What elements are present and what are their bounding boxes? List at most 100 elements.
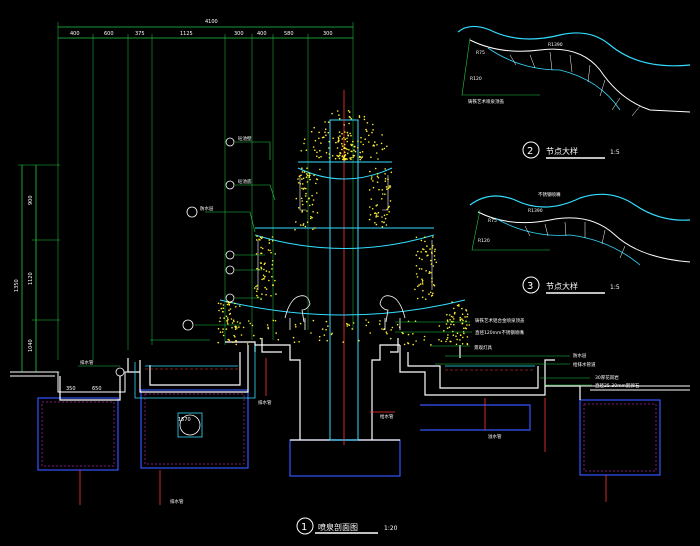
spray-dot bbox=[236, 327, 238, 329]
spray-dot bbox=[360, 136, 362, 139]
spray-dot bbox=[246, 343, 249, 345]
spray-dot bbox=[385, 331, 388, 334]
spray-dot bbox=[228, 309, 230, 312]
spray-dot bbox=[222, 334, 225, 337]
spray-dot bbox=[261, 236, 264, 238]
spray-dot bbox=[372, 144, 375, 147]
spray-dot bbox=[270, 251, 272, 254]
spray-dot bbox=[217, 302, 220, 305]
spray-dot bbox=[376, 181, 379, 183]
spray-dot bbox=[415, 254, 418, 256]
spray-dot bbox=[417, 285, 419, 288]
spray-dot bbox=[220, 307, 223, 310]
detail-2-title: 2 节点大样 1:5 bbox=[522, 141, 620, 159]
foundation-hatch bbox=[41, 393, 657, 472]
spray-dot bbox=[338, 157, 341, 160]
spray-dot bbox=[423, 335, 426, 338]
spray-dot bbox=[459, 339, 461, 341]
spray-dot bbox=[255, 285, 257, 288]
spray-dot bbox=[381, 189, 384, 191]
spray-dot bbox=[226, 301, 228, 303]
spray-dot bbox=[311, 203, 314, 206]
spray-dot bbox=[359, 151, 362, 154]
spray-dot bbox=[265, 294, 267, 296]
spray-dot bbox=[295, 197, 298, 200]
spray-dot bbox=[370, 156, 372, 158]
spray-dot bbox=[431, 247, 434, 249]
spray-dot bbox=[456, 338, 458, 341]
spray-dot bbox=[249, 322, 252, 325]
spray-dot bbox=[323, 334, 326, 336]
spray-dot bbox=[468, 324, 471, 326]
spray-dot bbox=[227, 302, 230, 304]
spray-dot bbox=[263, 263, 266, 266]
spray-dot bbox=[315, 182, 317, 185]
spray-dot bbox=[341, 155, 344, 157]
spray-dot bbox=[343, 143, 346, 146]
spray-dot bbox=[348, 111, 351, 113]
spray-dot bbox=[342, 158, 344, 161]
dim-left-2: 1120 bbox=[28, 272, 34, 285]
spray-dot bbox=[428, 293, 430, 295]
spray-dot bbox=[261, 247, 264, 250]
spray-dot bbox=[301, 200, 304, 202]
spray-dot bbox=[240, 334, 243, 336]
right-callout-texts: 铸铁艺术铝合金喷泉顶盖 直径120mm不锈钢喷嘴 景观灯具 防水层 给排水管道 … bbox=[474, 317, 640, 389]
spray-dot bbox=[349, 157, 351, 159]
detail-3-number: 3 bbox=[527, 281, 533, 292]
spray-dot bbox=[369, 332, 372, 334]
spray-dot bbox=[302, 223, 305, 225]
spray-dot bbox=[268, 271, 271, 273]
spray-dot bbox=[358, 339, 360, 342]
spray-dot bbox=[325, 328, 327, 331]
spray-dot bbox=[456, 304, 459, 307]
spray-dot bbox=[386, 145, 388, 148]
spray-dot bbox=[219, 331, 222, 334]
right-label-4: 防水层 bbox=[573, 352, 587, 359]
spray-dot bbox=[422, 289, 424, 292]
spray-dot bbox=[306, 200, 308, 203]
detail-3-dim-2: R1390 bbox=[528, 208, 543, 214]
spray-dot bbox=[318, 339, 321, 342]
spray-dot bbox=[351, 150, 353, 153]
spray-dot bbox=[309, 217, 312, 220]
spray-dot bbox=[358, 156, 361, 158]
spray-dot bbox=[308, 174, 311, 177]
spray-dot bbox=[450, 340, 452, 343]
spray-dot bbox=[378, 188, 380, 191]
spray-dot bbox=[256, 267, 258, 270]
spray-dot bbox=[387, 187, 390, 189]
spray-dot bbox=[421, 279, 424, 282]
dim-top-6: 400 bbox=[257, 31, 267, 37]
spray-dot bbox=[387, 178, 389, 181]
spray-dot bbox=[370, 198, 373, 200]
spray-dot bbox=[325, 320, 328, 323]
spray-dot bbox=[463, 327, 465, 330]
spray-dot bbox=[455, 343, 458, 346]
right-label-6: 30厚花岗岩 bbox=[595, 374, 619, 381]
spray-dot bbox=[297, 178, 299, 180]
spray-dot bbox=[316, 151, 318, 154]
dim-top-1: 400 bbox=[70, 31, 80, 37]
spray-dot bbox=[346, 131, 349, 134]
spray-dot bbox=[274, 279, 276, 282]
spray-dot bbox=[430, 272, 432, 274]
detail-2-title-text: 节点大样 bbox=[546, 146, 578, 156]
spray-dot bbox=[351, 328, 354, 330]
spray-dot bbox=[338, 131, 341, 133]
spray-dot bbox=[452, 316, 454, 318]
spray-dot bbox=[304, 195, 307, 197]
spray-dot bbox=[337, 141, 339, 143]
spray-dot bbox=[232, 319, 235, 322]
spray-dot bbox=[300, 197, 303, 200]
spray-dot bbox=[466, 343, 469, 346]
spray-dot bbox=[222, 304, 225, 306]
spray-dot bbox=[349, 116, 351, 119]
spray-dot bbox=[416, 297, 419, 300]
spray-dot bbox=[326, 339, 329, 342]
detail-3-scale: 1:5 bbox=[610, 284, 620, 291]
spray-dot bbox=[384, 177, 387, 180]
spray-dot bbox=[318, 335, 321, 338]
spray-dot bbox=[306, 181, 309, 183]
spray-dot bbox=[375, 223, 378, 226]
